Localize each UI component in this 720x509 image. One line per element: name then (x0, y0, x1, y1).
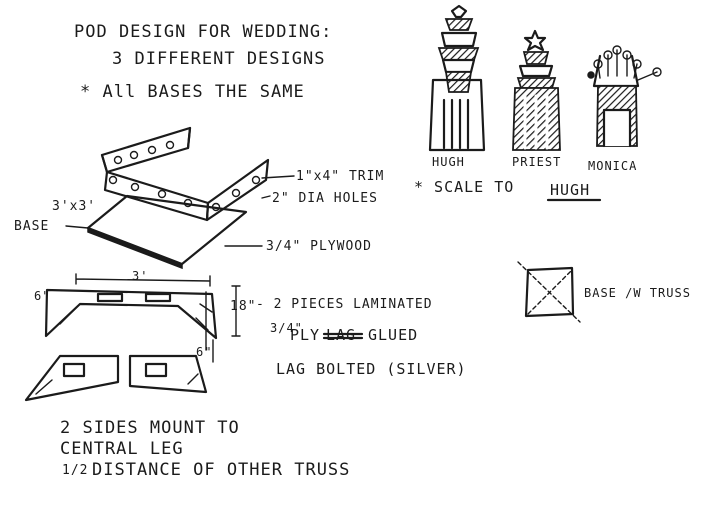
base-label: BASE (14, 219, 50, 234)
base-dimension: 3'x3' (52, 199, 97, 214)
struck-label: LAG (326, 326, 357, 344)
scale-note: * SCALE TO (414, 178, 515, 196)
hugh-pod-sketch (428, 4, 486, 152)
strikeout-mark (322, 332, 364, 340)
footer-line-2: CENTRAL LEG (60, 439, 184, 459)
priest-pod-sketch (512, 29, 561, 151)
base-truss-label: BASE /W TRUSS (584, 286, 691, 300)
label-monica: MONICA (588, 159, 638, 173)
note-line-2: 3 DIFFERENT DESIGNS (112, 49, 326, 69)
label-hugh: HUGH (432, 155, 465, 169)
truss-left-height: 6" (34, 289, 51, 303)
ply-fraction: 3/4" (270, 321, 303, 335)
scale-target: HUGH (550, 181, 591, 199)
label-priest: PRIEST (512, 155, 562, 169)
monica-pod-sketch (587, 45, 662, 148)
ply-label: PLY (290, 326, 321, 344)
footer-line-3: DISTANCE OF OTHER TRUSS (92, 460, 351, 480)
truss-leg-height: 6" (196, 345, 213, 359)
note-line-1: POD DESIGN FOR WEDDING: (74, 22, 333, 42)
bolted-note: LAG BOLTED (SILVER) (276, 360, 467, 378)
footer-line-1: 2 SIDES MOUNT TO (60, 418, 240, 438)
note-line-3: * All BASES THE SAME (80, 82, 305, 102)
footer-fraction: 1/2 (62, 463, 89, 478)
laminated-note: - 2 PIECES LAMINATED (256, 297, 433, 312)
truss-right-height: 18" (230, 299, 257, 314)
base-with-truss-sketch (517, 261, 581, 323)
truss-upper-sketch (44, 273, 241, 363)
truss-width: 3' (132, 269, 149, 283)
truss-lower-sketch (24, 354, 208, 402)
holes-callout: 2" DIA HOLES (272, 191, 378, 206)
plywood-callout: 3/4" PLYWOOD (266, 239, 372, 254)
trim-callout: 1"x4" TRIM (296, 169, 385, 184)
pod-base-sketch (65, 126, 295, 270)
glued-label: GLUED (368, 326, 419, 344)
